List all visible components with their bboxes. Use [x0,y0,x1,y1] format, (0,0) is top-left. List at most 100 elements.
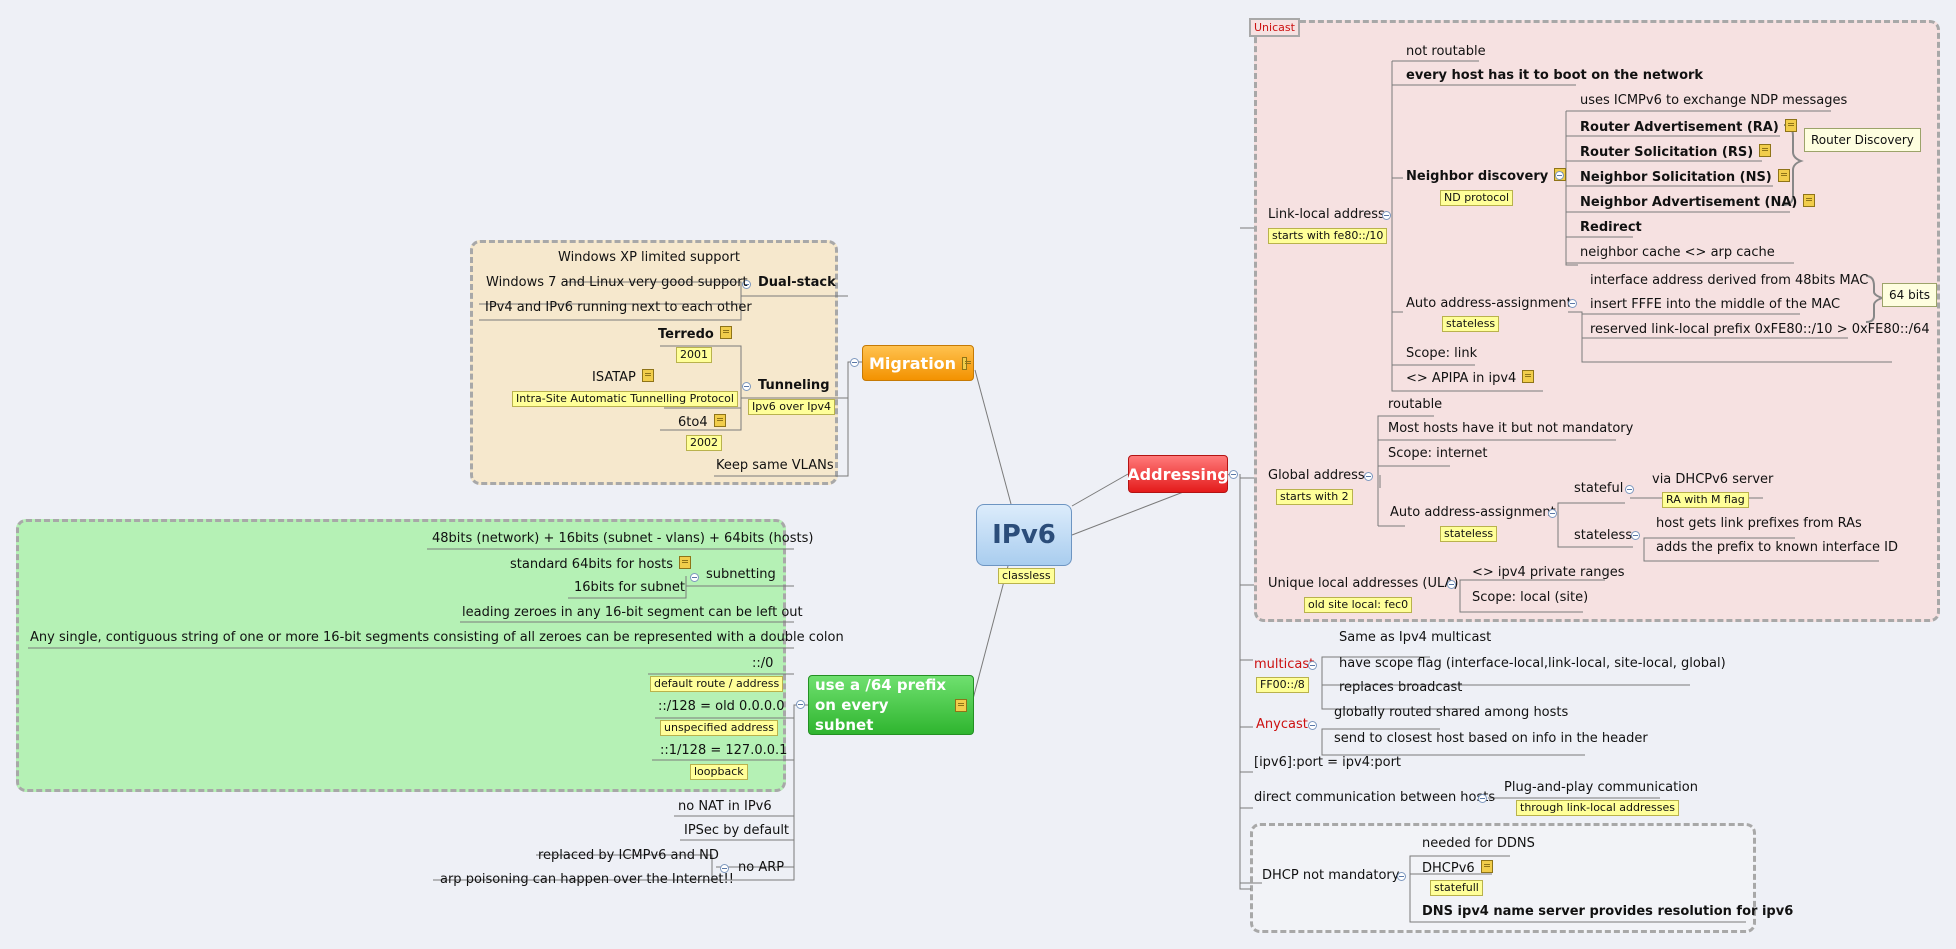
global-routable[interactable]: routable [1388,397,1443,412]
multicast-label[interactable]: multicast [1254,657,1315,672]
port-notation[interactable]: [ipv6]:port = ipv4:port [1254,755,1402,770]
not-routable[interactable]: not routable [1406,44,1486,59]
subnetting-subnet[interactable]: 16bits for subnet [574,580,686,595]
global-address-label[interactable]: Global address [1268,468,1365,483]
collapse-toggle-dhcp[interactable] [1397,872,1406,881]
global-adds-prefix[interactable]: adds the prefix to known interface ID [1656,540,1899,555]
ula-scope[interactable]: Scope: local (site) [1472,590,1589,605]
multicast-scope[interactable]: have scope flag (interface-local,link-lo… [1339,656,1726,671]
dns-resolution[interactable]: DNS ipv4 name server provides resolution… [1422,904,1794,919]
dual-stack-item[interactable]: Windows XP limited support [558,250,740,265]
sixto4-label[interactable]: 6to4 [678,414,726,431]
dual-stack-item[interactable]: Windows 7 and Linux very good support [486,275,748,290]
ula-private[interactable]: <> ipv4 private ranges [1472,565,1625,580]
auto-reserved[interactable]: reserved link-local prefix 0xFE80::/10 >… [1590,322,1930,337]
dhcp-not-mandatory[interactable]: DHCP not mandatory [1262,868,1400,883]
global-most-hosts[interactable]: Most hosts have it but not mandatory [1388,421,1634,436]
collapse-toggle-prefix[interactable] [796,700,805,709]
arp-poisoning[interactable]: arp poisoning can happen over the Intern… [440,872,734,887]
loopback-address[interactable]: ::1/128 = 127.0.0.1 [660,743,788,758]
ipsec-default[interactable]: IPSec by default [684,823,790,838]
zeroes-rule[interactable]: leading zeroes in any 16-bit segment can… [462,605,803,620]
multicast-broadcast[interactable]: replaces broadcast [1339,680,1463,695]
nd-na[interactable]: Neighbor Advertisement (NA) [1580,194,1816,211]
collapse-toggle-link-local[interactable] [1382,211,1391,220]
arp-replaced[interactable]: replaced by ICMPv6 and ND [538,848,719,863]
collapse-toggle-global-auto[interactable] [1548,509,1557,518]
migration-topic[interactable]: Migration [862,345,974,381]
keep-vlans[interactable]: Keep same VLANs [716,458,834,473]
anycast-closest[interactable]: send to closest host based on info in th… [1334,731,1648,746]
prefix-topic[interactable]: use a /64 prefix on every subnet [808,675,974,735]
subnetting-label[interactable]: subnetting [706,567,776,582]
unspecified-address[interactable]: ::/128 = old 0.0.0.0 [658,699,785,714]
unspecified-badge: unspecified address [660,720,778,736]
link-local-scope[interactable]: Scope: link [1406,346,1478,361]
no-arp-label[interactable]: no ARP [738,860,785,875]
dhcp-ddns[interactable]: needed for DDNS [1422,836,1535,851]
global-prefixes[interactable]: host gets link prefixes from RAs [1656,516,1862,531]
collapse-toggle-subnetting[interactable] [690,573,699,582]
global-address-badge: starts with 2 [1276,489,1353,505]
nd-cache[interactable]: neighbor cache <> arp cache [1580,245,1775,260]
collapse-toggle-stateful[interactable] [1625,485,1634,494]
collapse-toggle-anycast[interactable] [1308,721,1317,730]
global-dhcpv6-server[interactable]: via DHCPv6 server [1652,472,1774,487]
collapse-toggle-dual-stack[interactable] [742,280,751,289]
no-nat[interactable]: no NAT in IPv6 [678,799,772,814]
double-colon-rule[interactable]: Any single, contiguous string of one or … [30,630,844,645]
link-local-auto-label[interactable]: Auto address-assignment [1406,296,1572,311]
direct-communication[interactable]: direct communication between hosts [1254,790,1496,805]
collapse-toggle-stateless[interactable] [1631,531,1640,540]
collapse-toggle-neighbor-discovery[interactable] [1555,171,1564,180]
tunneling-label[interactable]: Tunneling [758,378,830,393]
router-discovery-callout[interactable]: Router Discovery [1804,128,1921,152]
addressing-topic[interactable]: Addressing [1127,455,1229,493]
auto-derived[interactable]: interface address derived from 48bits MA… [1590,273,1869,288]
central-topic-ipv6[interactable]: IPv6 [976,504,1072,566]
nd-rs[interactable]: Router Solicitation (RS) [1580,144,1772,161]
plug-and-play[interactable]: Plug-and-play communication [1504,780,1698,795]
dual-stack-item[interactable]: IPv4 and IPv6 running next to each other [485,300,752,315]
sixty-four-bits-callout[interactable]: 64 bits [1882,283,1937,307]
every-host[interactable]: every host has it to boot on the network [1406,68,1704,83]
collapse-toggle-no-arp[interactable] [720,864,729,873]
anycast-shared[interactable]: globally routed shared among hosts [1334,705,1569,720]
neighbor-discovery-label[interactable]: Neighbor discovery [1406,168,1567,185]
link-local-label[interactable]: Link-local address [1268,207,1385,222]
global-auto-label[interactable]: Auto address-assignment [1390,505,1556,520]
ula-label[interactable]: Unique local addresses (ULA) [1268,576,1459,591]
collapse-toggle-migration[interactable] [850,358,859,367]
global-scope[interactable]: Scope: internet [1388,446,1488,461]
nd-icmp[interactable]: uses ICMPv6 to exchange NDP messages [1580,93,1848,108]
isatap-label[interactable]: ISATAP [592,369,654,386]
collapse-toggle-addressing[interactable] [1229,470,1238,479]
dhcpv6-label[interactable]: DHCPv6 [1422,860,1493,877]
nd-ra[interactable]: Router Advertisement (RA) [1580,119,1797,136]
global-stateless[interactable]: stateless [1574,528,1633,543]
nd-redirect[interactable]: Redirect [1580,220,1642,235]
collapse-toggle-direct[interactable] [1478,794,1487,803]
loopback-badge: loopback [690,764,748,780]
terredo-label[interactable]: Terredo [658,326,732,343]
migration-boundary [470,240,838,485]
collapse-toggle-ula[interactable] [1447,580,1456,589]
multicast-same[interactable]: Same as Ipv4 multicast [1339,630,1492,645]
collapse-toggle-tunneling[interactable] [742,382,751,391]
auto-fffe[interactable]: insert FFFE into the middle of the MAC [1590,297,1841,312]
dual-stack-label[interactable]: Dual-stack [758,275,836,290]
global-auto-badge: stateless [1440,526,1498,542]
subnetting-hosts[interactable]: standard 64bits for hosts [510,556,692,573]
collapse-toggle-multicast[interactable] [1308,661,1317,670]
link-local-apipa[interactable]: <> APIPA in ipv4 [1406,370,1535,387]
default-route[interactable]: ::/0 [752,656,774,671]
anycast-label[interactable]: Anycast [1256,717,1308,732]
prefix-format[interactable]: 48bits (network) + 16bits (subnet - vlan… [432,531,814,546]
collapse-toggle-link-local-auto[interactable] [1568,299,1577,308]
note-icon [1784,119,1797,132]
nd-ns[interactable]: Neighbor Solicitation (NS) [1580,169,1790,186]
isatap-desc: Intra-Site Automatic Tunnelling Protocol [512,391,738,407]
collapse-toggle-global[interactable] [1364,472,1373,481]
link-local-badge: starts with fe80::/10 [1268,228,1388,244]
global-stateful[interactable]: stateful [1574,481,1624,496]
